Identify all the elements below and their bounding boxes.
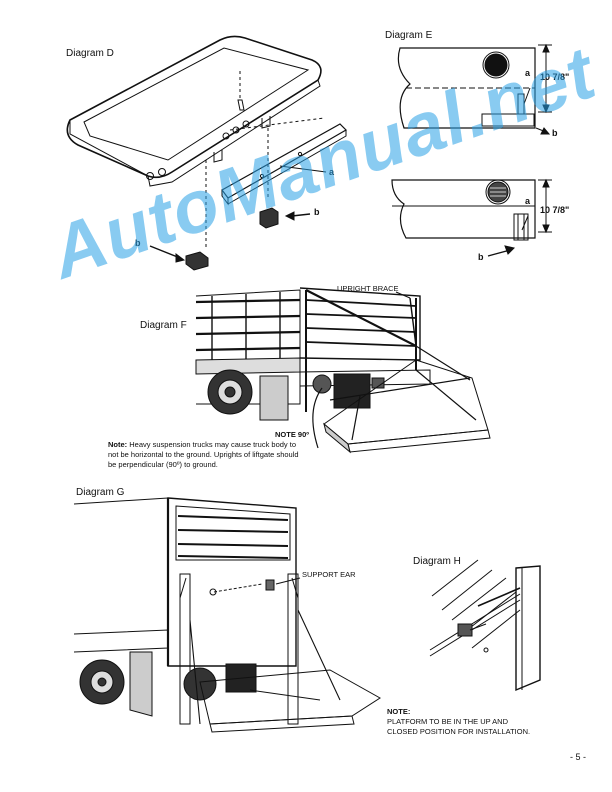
diagram-e-callout-b-lower: b: [478, 252, 484, 262]
diagram-f-title: Diagram F: [140, 320, 187, 331]
diagram-d-callout-a: a: [329, 167, 335, 177]
diagram-h-title: Diagram H: [413, 556, 461, 567]
note-90-label: NOTE 90º: [275, 430, 309, 439]
diagram-e-drawing: [391, 43, 552, 257]
suspension-note-body: Heavy suspension trucks may cause truck …: [108, 440, 299, 469]
suspension-note-head: Note:: [108, 440, 128, 449]
page-number: - 5 -: [569, 752, 586, 762]
diagram-g-drawing: [73, 497, 381, 733]
diagram-d-callout-b-left: b: [135, 238, 141, 248]
diagram-e-title: Diagram E: [385, 30, 433, 41]
installation-note-line-1: PLATFORM TO BE IN THE UP AND: [387, 717, 508, 726]
diagram-e-dimension-upper: 10 7/8": [540, 72, 570, 82]
diagram-h-drawing: [429, 559, 541, 692]
diagram-e-callout-a-upper: a: [525, 68, 531, 78]
support-ear-label: SUPPORT EAR: [302, 570, 356, 579]
diagram-d-callout-b-right: b: [314, 207, 320, 217]
installation-note: NOTE: PLATFORM TO BE IN THE UP AND CLOSE…: [387, 707, 587, 737]
installation-note-head: NOTE:: [387, 707, 411, 716]
diagram-g-title: Diagram G: [76, 487, 125, 498]
diagram-e-dimension-lower: 10 7/8": [540, 205, 570, 215]
installation-note-line-2: CLOSED POSITION FOR INSTALLATION.: [387, 727, 531, 736]
upright-brace-label: UPRIGHT BRACE: [337, 284, 399, 293]
diagram-f-drawing: [195, 287, 491, 454]
suspension-note: Note: Heavy suspension trucks may cause …: [108, 440, 308, 470]
diagram-d-drawing: [66, 35, 347, 271]
diagram-e-callout-a-lower: a: [525, 196, 531, 206]
diagram-d-title: Diagram D: [66, 48, 114, 59]
diagram-e-callout-b-upper: b: [552, 128, 558, 138]
